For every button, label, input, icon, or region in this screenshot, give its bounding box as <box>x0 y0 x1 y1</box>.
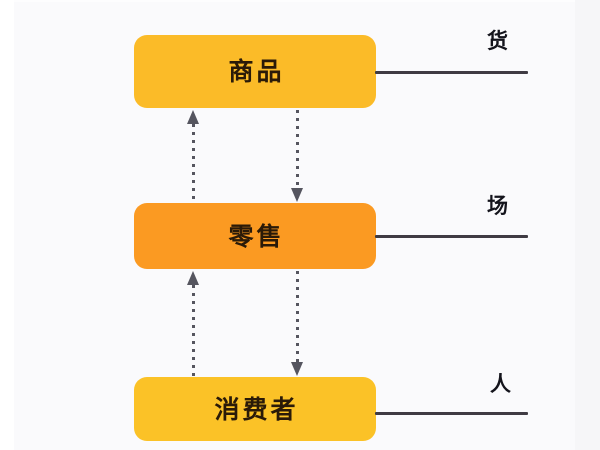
leader-line-people <box>375 412 528 415</box>
node-consumer-label: 消费者 <box>214 394 299 424</box>
arrowhead-up-icon <box>187 271 199 285</box>
arrowhead-up-icon <box>187 110 199 124</box>
dotted-line <box>296 110 299 188</box>
node-product-label: 商品 <box>228 57 285 86</box>
node-product[interactable]: 商品 <box>134 35 376 108</box>
dotted-line <box>192 285 195 376</box>
dotted-line <box>192 124 195 202</box>
node-retail-label: 零售 <box>228 221 285 251</box>
arrowhead-down-icon <box>291 362 303 376</box>
connector-product-to-retail <box>291 110 303 202</box>
side-label-venue: 场 <box>487 194 508 218</box>
side-label-people: 人 <box>490 372 511 396</box>
background-right-band <box>575 0 600 450</box>
connector-retail-to-product <box>187 110 199 202</box>
connector-retail-to-consumer <box>291 271 303 376</box>
dotted-line <box>296 271 299 362</box>
background-left-band <box>0 0 14 450</box>
connector-consumer-to-retail <box>187 271 199 376</box>
arrowhead-down-icon <box>291 188 303 202</box>
leader-line-goods <box>375 71 528 74</box>
leader-line-venue <box>375 235 528 238</box>
side-label-goods: 货 <box>487 29 508 53</box>
node-retail[interactable]: 零售 <box>134 203 376 269</box>
background-top-highlight <box>0 0 600 2</box>
node-consumer[interactable]: 消费者 <box>134 377 376 441</box>
